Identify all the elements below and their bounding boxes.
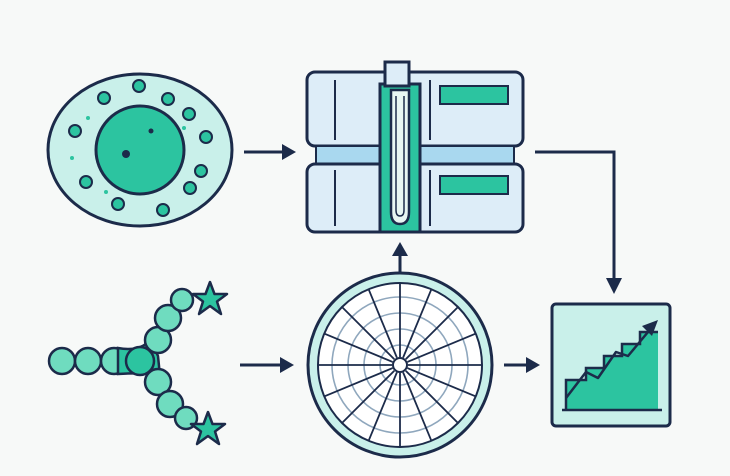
arrow-cell-to-instrument <box>244 144 296 160</box>
star-icon <box>191 280 229 316</box>
disc-spoke <box>407 367 477 398</box>
disc-spoke <box>407 332 477 363</box>
disc-spoke <box>341 370 395 424</box>
disc-spoke <box>367 288 398 358</box>
layered-instrument-cartridge-icon <box>305 60 525 234</box>
rising-staircase-chart-icon <box>550 302 672 428</box>
disc-spoke <box>323 367 393 398</box>
arrow-disc-to-chart <box>504 357 540 373</box>
disc-spoke <box>341 306 395 360</box>
arrow-molecule-to-disc <box>240 357 294 373</box>
arrow-disc-to-instrument <box>392 242 408 274</box>
disc-spoke <box>402 288 433 358</box>
radial-disc-icon <box>306 271 494 459</box>
arrow-instrument-to-chart <box>535 150 622 294</box>
disc-spoke <box>402 372 433 442</box>
disc-spoke <box>405 370 459 424</box>
branched-bead-chain-with-stars-icon <box>47 280 229 446</box>
disc-spoke <box>367 372 398 442</box>
cell-with-granules-icon <box>46 72 234 228</box>
disc-spoke <box>323 332 393 363</box>
star-icon <box>189 410 227 446</box>
disc-spoke <box>405 306 459 360</box>
